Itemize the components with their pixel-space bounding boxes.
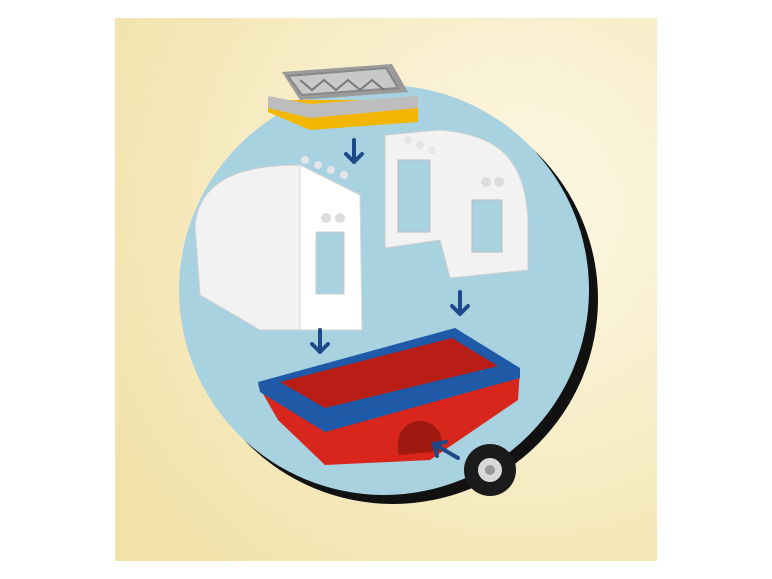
down-arrow-icon xyxy=(344,138,364,164)
down-arrow-icon xyxy=(310,328,330,354)
up-left-arrow-icon xyxy=(432,440,460,460)
red-trailer-base-brick xyxy=(258,328,520,465)
grey-fence-brick xyxy=(268,64,418,130)
white-roof-brick-left xyxy=(194,156,363,331)
black-wheel xyxy=(464,444,516,496)
white-roof-brick-right xyxy=(384,129,529,279)
down-arrow-icon xyxy=(450,290,470,316)
